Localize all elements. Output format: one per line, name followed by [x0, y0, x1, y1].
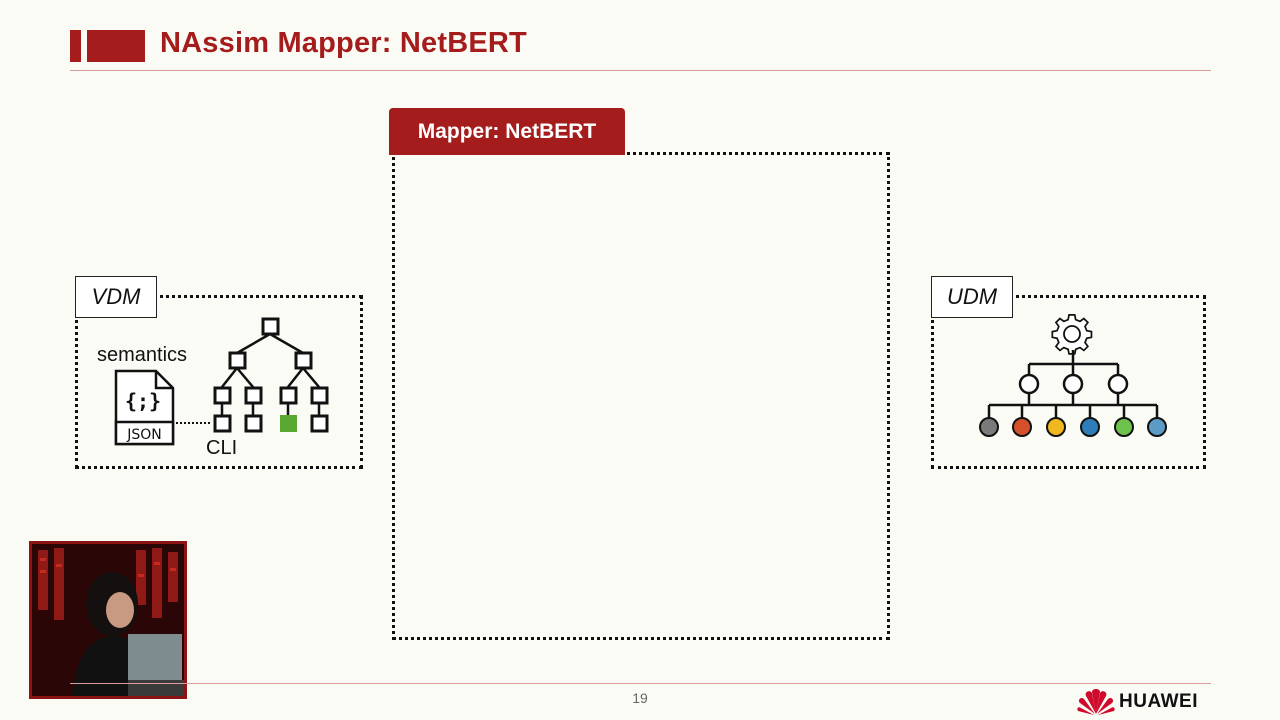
cli-label: CLI — [206, 437, 238, 459]
huawei-logo-icon — [1077, 689, 1115, 715]
json-cli-connector — [176, 422, 212, 424]
udm-leaf-node — [1147, 417, 1167, 437]
title-accent-bar — [70, 30, 145, 62]
vdm-panel — [75, 295, 363, 469]
huawei-brand: HUAWEI — [1077, 686, 1212, 716]
tree-diagram-icon — [213, 317, 329, 433]
udm-leaf-node — [1080, 417, 1100, 437]
json-label: JSON — [126, 427, 162, 443]
hierarchy-icon — [979, 350, 1167, 437]
udm-leaf-node — [979, 417, 999, 437]
mapper-tab: Mapper: NetBERT — [389, 108, 625, 155]
udm-panel — [931, 295, 1206, 469]
mapper-panel — [392, 152, 890, 640]
json-file-icon: {;} JSON — [114, 369, 175, 446]
title-divider — [70, 70, 1211, 71]
slide-title: NAssim Mapper: NetBERT — [160, 27, 527, 59]
json-glyph: {;} — [125, 389, 161, 413]
udm-leaf-node — [1046, 417, 1066, 437]
footer-divider — [70, 683, 1211, 684]
page-number: 19 — [632, 690, 648, 706]
udm-label: UDM — [931, 276, 1013, 318]
udm-leaf-node — [1012, 417, 1032, 437]
presenter-video — [29, 541, 187, 699]
vdm-label: VDM — [75, 276, 157, 318]
udm-leaf-node — [1114, 417, 1134, 437]
semantics-label: semantics — [97, 344, 188, 366]
gear-icon — [1051, 314, 1093, 355]
cli-highlight-node — [280, 415, 297, 432]
brand-name: HUAWEI — [1119, 691, 1198, 712]
